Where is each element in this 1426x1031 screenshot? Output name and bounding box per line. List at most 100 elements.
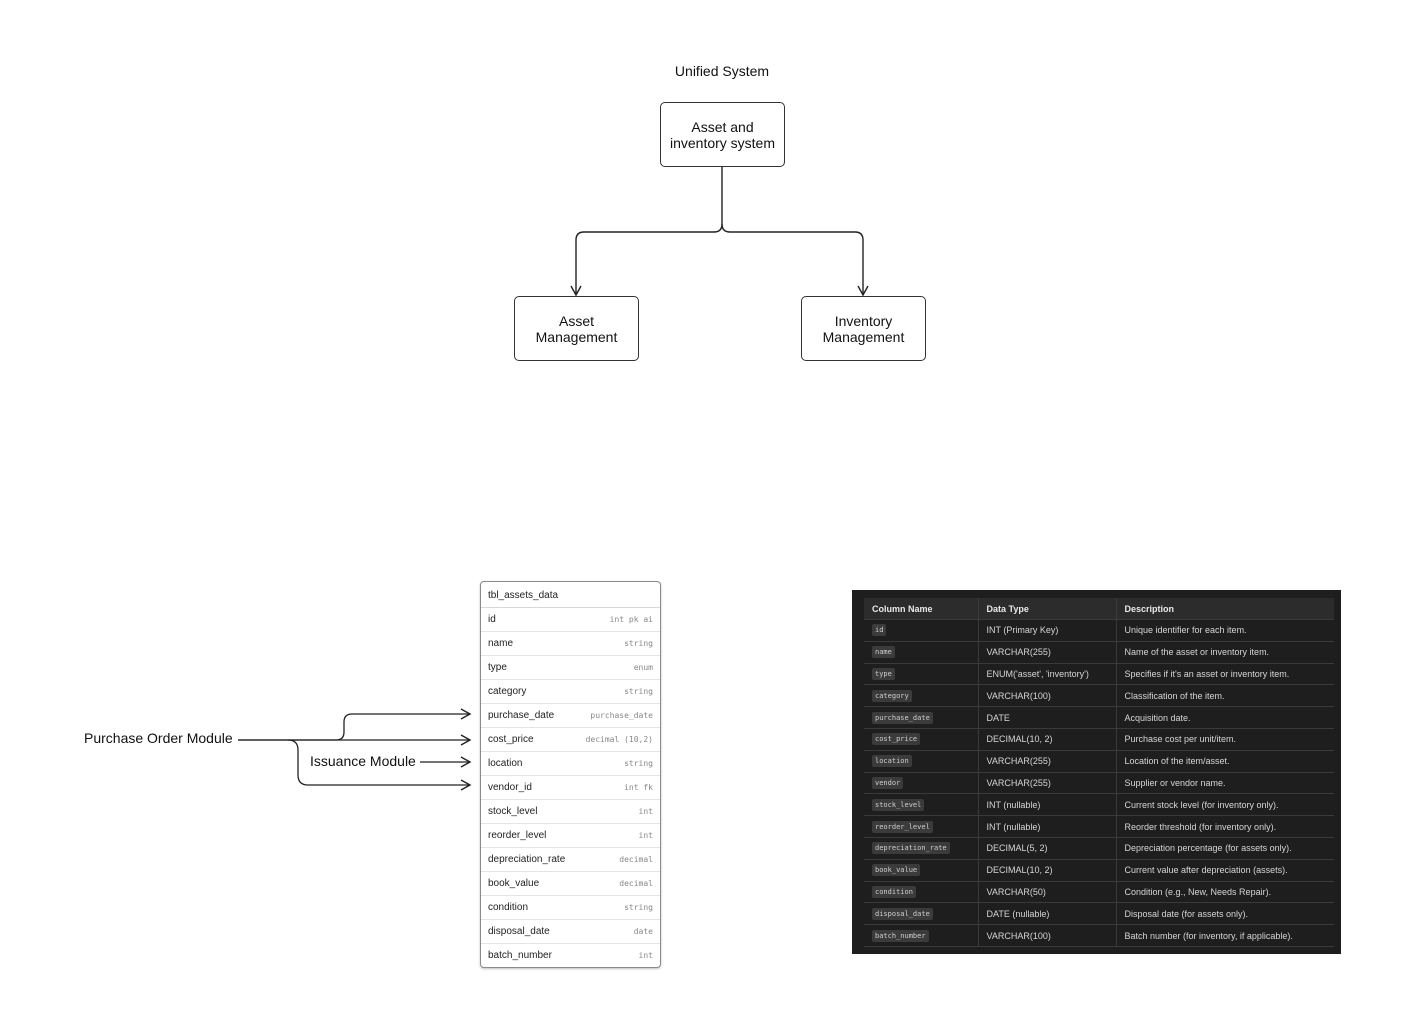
schema-column-name-cell: location bbox=[864, 750, 979, 773]
schema-description-cell: Depreciation percentage (for assets only… bbox=[1116, 837, 1334, 860]
schema-description-cell: Disposal date (for assets only). bbox=[1116, 902, 1334, 926]
inventory-management-node: Inventory Management bbox=[801, 296, 926, 361]
schema-description-cell: Name of the asset or inventory item. bbox=[1116, 641, 1334, 664]
column-name-code: cost_price bbox=[872, 733, 921, 746]
schema-data-type-cell: VARCHAR(100) bbox=[978, 684, 1117, 708]
purchase-order-module-label: Purchase Order Module bbox=[84, 730, 233, 746]
schema-data-type-cell: VARCHAR(255) bbox=[978, 772, 1117, 795]
schema-header-cell: Column Name bbox=[864, 598, 979, 620]
er-field-name: stock_level bbox=[488, 806, 538, 817]
er-field-type: string bbox=[624, 639, 653, 648]
er-field-type: int bbox=[638, 807, 653, 816]
schema-description-cell: Current stock level (for inventory only)… bbox=[1116, 793, 1334, 817]
po-to-vendor-arrow bbox=[287, 739, 472, 791]
schema-column-name-cell: stock_level bbox=[864, 793, 979, 817]
schema-data-type-cell: INT (nullable) bbox=[978, 815, 1117, 838]
schema-data-type-cell: DECIMAL(5, 2) bbox=[978, 837, 1117, 860]
asset-management-node: Asset Management bbox=[514, 296, 639, 361]
er-field-name: type bbox=[488, 662, 507, 673]
er-field-name: cost_price bbox=[488, 734, 534, 745]
column-name-code: location bbox=[872, 755, 912, 768]
er-field-type: int fk bbox=[624, 783, 653, 792]
schema-description-cell: Location of the item/asset. bbox=[1116, 750, 1334, 773]
er-field-type: string bbox=[624, 903, 653, 912]
er-field-row: purchase_date purchase_date bbox=[481, 704, 660, 728]
schema-description-cell: Current value after depreciation (assets… bbox=[1116, 859, 1334, 882]
schema-description-cell: Acquisition date. bbox=[1116, 706, 1334, 729]
schema-column-name-cell: category bbox=[864, 684, 979, 708]
er-field-name: book_value bbox=[488, 878, 540, 889]
er-field-name: purchase_date bbox=[488, 710, 555, 721]
er-field-name: disposal_date bbox=[488, 926, 550, 937]
schema-column-name-cell: name bbox=[864, 641, 979, 664]
schema-column-name-cell: reorder_level bbox=[864, 815, 979, 838]
schema-table-row: book_value DECIMAL(10, 2)Current value af… bbox=[864, 859, 1334, 882]
column-name-code: book_value bbox=[872, 864, 921, 877]
er-field-row: condition string bbox=[481, 896, 660, 920]
diagram-title: Unified System bbox=[674, 63, 770, 79]
er-field-type: string bbox=[624, 687, 653, 696]
er-field-name: condition bbox=[488, 902, 529, 913]
column-name-code: disposal_date bbox=[872, 907, 933, 920]
column-name-code: stock_level bbox=[872, 798, 925, 811]
schema-column-name-cell: type bbox=[864, 663, 979, 686]
po-to-purchase-date-arrow bbox=[238, 708, 472, 741]
er-field-type: int pk ai bbox=[609, 615, 653, 624]
schema-column-name-cell: disposal_date bbox=[864, 902, 979, 926]
er-field-type: purchase_date bbox=[590, 711, 653, 720]
schema-column-name-cell: id bbox=[864, 619, 979, 642]
column-name-code: id bbox=[872, 624, 887, 637]
er-field-name: batch_number bbox=[488, 950, 552, 961]
er-field-name: reorder_level bbox=[488, 830, 547, 841]
schema-data-type-cell: DECIMAL(10, 2) bbox=[978, 859, 1117, 882]
schema-data-type-cell: INT (Primary Key) bbox=[978, 619, 1117, 642]
er-field-type: string bbox=[624, 759, 653, 768]
schema-description-cell: Condition (e.g., New, Needs Repair). bbox=[1116, 881, 1334, 904]
schema-header-cell: Data Type bbox=[978, 598, 1117, 620]
er-field-name: location bbox=[488, 758, 523, 769]
schema-column-name-cell: batch_number bbox=[864, 924, 979, 947]
er-field-type: decimal (10,2) bbox=[585, 735, 653, 744]
er-field-row: type enum bbox=[481, 656, 660, 680]
column-name-code: category bbox=[872, 689, 912, 702]
issuance-module-label: Issuance Module bbox=[310, 753, 418, 769]
schema-data-type-cell: VARCHAR(255) bbox=[978, 641, 1117, 664]
schema-column-name-cell: book_value bbox=[864, 859, 979, 882]
er-table-name: tbl_assets_data bbox=[481, 582, 660, 608]
tree-connector-right bbox=[721, 223, 869, 297]
er-field-row: disposal_date date bbox=[481, 920, 660, 944]
column-name-code: purchase_date bbox=[872, 711, 933, 724]
schema-description-cell: Purchase cost per unit/item. bbox=[1116, 728, 1334, 751]
schema-header-row: Column Name Data Type Description bbox=[864, 598, 1334, 620]
er-field-name: category bbox=[488, 686, 527, 697]
er-field-type: enum bbox=[633, 663, 653, 672]
schema-column-name-cell: depreciation_rate bbox=[864, 837, 979, 860]
er-field-row: batch_number int bbox=[481, 944, 660, 967]
er-field-type: int bbox=[638, 831, 653, 840]
schema-description-cell: Reorder threshold (for inventory only). bbox=[1116, 815, 1334, 838]
er-field-row: stock_level int bbox=[481, 800, 660, 824]
er-field-row: category string bbox=[481, 680, 660, 704]
schema-column-name-cell: condition bbox=[864, 881, 979, 904]
er-field-name: name bbox=[488, 638, 514, 649]
er-field-type: date bbox=[633, 927, 653, 936]
schema-header-cell: Description bbox=[1116, 598, 1334, 620]
schema-column-name-cell: vendor bbox=[864, 772, 979, 795]
er-field-row: reorder_level int bbox=[481, 824, 660, 848]
er-field-type: int bbox=[638, 951, 653, 960]
